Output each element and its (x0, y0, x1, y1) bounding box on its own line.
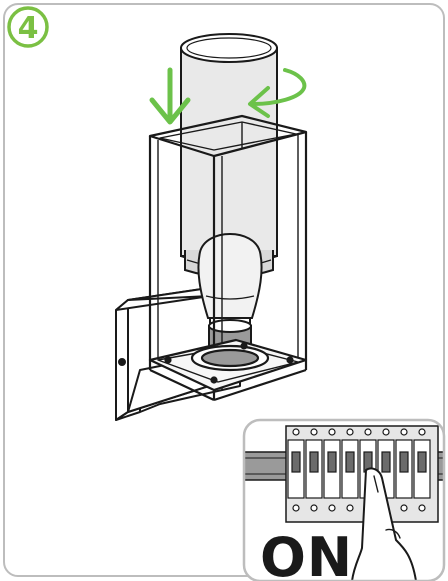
hand-icon (351, 467, 417, 581)
mounting-screw (118, 358, 126, 366)
down-arrow-icon (149, 67, 191, 125)
inset-border (242, 418, 446, 581)
rotate-arrow-icon (248, 68, 307, 118)
step-badge: 4 (7, 6, 49, 48)
step-badge-circle (7, 6, 49, 48)
lantern-cage (148, 114, 308, 402)
step-number: 4 (18, 11, 39, 46)
breaker-inset: ON (242, 418, 446, 581)
switch-state-label: ON (260, 526, 353, 581)
outer-frame (3, 3, 445, 577)
light-bulb (197, 233, 263, 331)
